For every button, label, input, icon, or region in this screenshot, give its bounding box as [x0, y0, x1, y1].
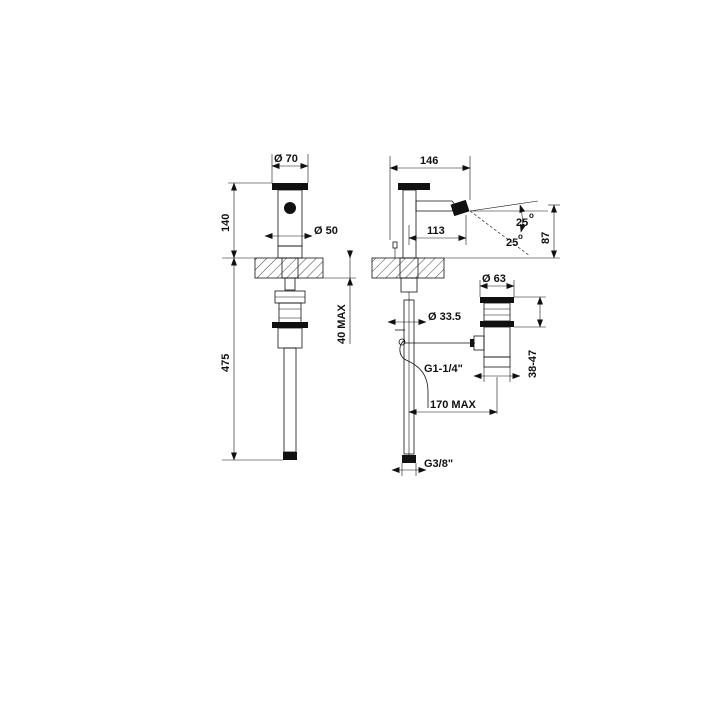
dim-front-below-deck: 475: [220, 354, 232, 372]
side-view: 146 113 25 o 25 o 87 Ø 63 Ø 33.5 38-47: [371, 155, 560, 476]
side-waste-body: [483, 326, 511, 358]
dim-side-waste-diameter: Ø 63: [482, 273, 506, 285]
side-body: [402, 189, 417, 259]
dim-side-angle-down: 25: [506, 237, 518, 249]
dim-front-diameter-top: Ø 70: [274, 153, 298, 165]
dim-side-supply-thread: G3/8": [424, 458, 453, 470]
front-view: Ø 70 Ø 50 140 475 40 MAX: [220, 153, 356, 461]
dim-side-spout-reach: 113: [427, 225, 445, 237]
front-handle: [272, 183, 308, 190]
front-deck-section: [254, 257, 324, 279]
front-supply-hose: [283, 347, 297, 453]
pop-up-rod: [399, 339, 429, 408]
side-supply-hose: [403, 299, 415, 455]
dim-side-spout-height: 87: [540, 232, 552, 244]
side-waste-flange: [480, 297, 514, 303]
dim-side-overall-reach: 146: [420, 155, 438, 167]
side-spout: [415, 200, 457, 212]
dim-front-height-above: 140: [220, 214, 232, 232]
side-deck-section: [371, 257, 445, 279]
side-handle: [398, 183, 430, 190]
side-aerator: [450, 199, 470, 217]
dim-side-waste-thread: G1-1/4": [424, 363, 463, 375]
front-body: [277, 189, 303, 247]
dim-side-waste-adjust: 38-47: [527, 350, 539, 378]
dim-side-pipe-diameter: Ø 33.5: [428, 311, 461, 323]
dim-side-rod-length: 170 MAX: [430, 399, 477, 411]
front-aerator-icon: [284, 202, 296, 214]
svg-text:o: o: [529, 211, 534, 220]
svg-text:o: o: [518, 232, 523, 241]
dim-side-angle-up: 25: [516, 217, 528, 229]
dim-front-deck-max: 40 MAX: [336, 304, 348, 344]
dim-front-diameter-body: Ø 50: [314, 225, 338, 237]
